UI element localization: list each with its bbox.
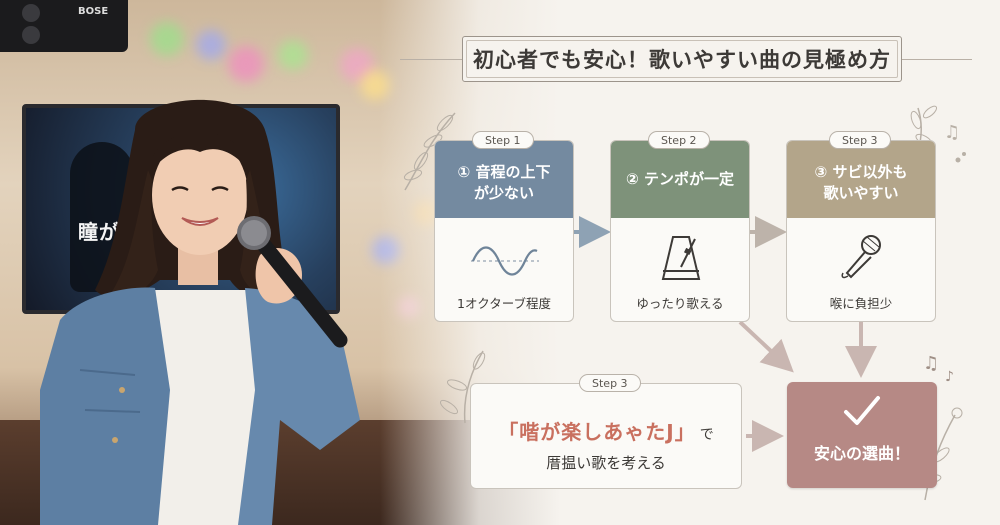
wall-speaker: BOSE [0,0,128,52]
sine-wave-icon [471,246,539,276]
step1-card: ① 音程の上下 が少ない 1オクターブ程度 [434,140,574,322]
step4-card: 「喈が楽しあゃたJ」で 厝揾い歌を考える [470,383,742,489]
arrow-step2-to-result [738,320,794,373]
step4-quote: 「喈が楽しあゃたJ」 [498,420,696,444]
speaker-brand: BOSE [78,6,109,17]
svg-text:♪: ♪ [945,369,954,385]
step1-caption: 1オクターブ程度 [457,296,551,311]
step2-caption: ゆったり歌える [636,296,724,311]
microphone-icon [841,235,881,279]
step3-badge: Step 3 [829,131,891,149]
step1-heading-line1: ① 音程の上下 [457,162,551,181]
result-card: 安心の選曲！ [787,382,937,488]
result-label: 安心の選曲！ [813,444,910,463]
step1-heading: ① 音程の上下 が少ない [435,141,573,218]
step3-heading: ③ サビ以外も 歌いやすい [787,141,935,218]
step4-line1: 「喈が楽しあゃたJ」で [471,416,741,445]
bokeh-light [278,40,308,70]
step4-quote-suffix: で [699,427,714,443]
page-title: 初心者でも安心！歌いやすい曲の見極め方 [473,48,891,72]
note-and-flower-decoration-icon: ♫ ♪ [920,353,963,501]
checkmark-icon [844,396,880,425]
svg-text:♫: ♫ [944,122,960,143]
step4-badge: Step 3 [579,374,641,392]
step3-caption: 喉に負担少 [829,296,893,311]
tv-lyric-text: 瞳が [78,220,120,244]
singing-woman [40,99,360,525]
metronome-icon [661,236,701,280]
karaoke-photo: BOSE 瞳が [0,0,560,525]
step3-heading-line1: ③ サビ以外も [814,162,908,181]
step2-heading: ② テンポが一定 [611,141,749,218]
title-banner: 初心者でも安心！歌いやすい曲の見極め方 [462,36,902,82]
step1-heading-line2: が少ない [473,183,534,202]
bokeh-light [150,22,184,56]
step3-heading-line2: 歌いやすい [823,183,899,202]
leaf-decoration-icon [439,350,486,424]
svg-text:♫: ♫ [923,353,939,374]
title-rule-right [902,59,972,60]
step2-card: ② テンポが一定 ゆったり歌える [610,140,750,322]
step1-badge: Step 1 [472,131,534,149]
step4-line2: 厝揾い歌を考える [546,454,666,472]
bokeh-light [196,30,226,60]
step2-heading-line1: ② テンポが一定 [626,170,734,188]
title-rule-left [400,59,462,60]
bokeh-light [228,46,264,82]
step3-card: ③ サビ以外も 歌いやすい 喉に負担少 [786,140,936,322]
step2-badge: Step 2 [648,131,710,149]
